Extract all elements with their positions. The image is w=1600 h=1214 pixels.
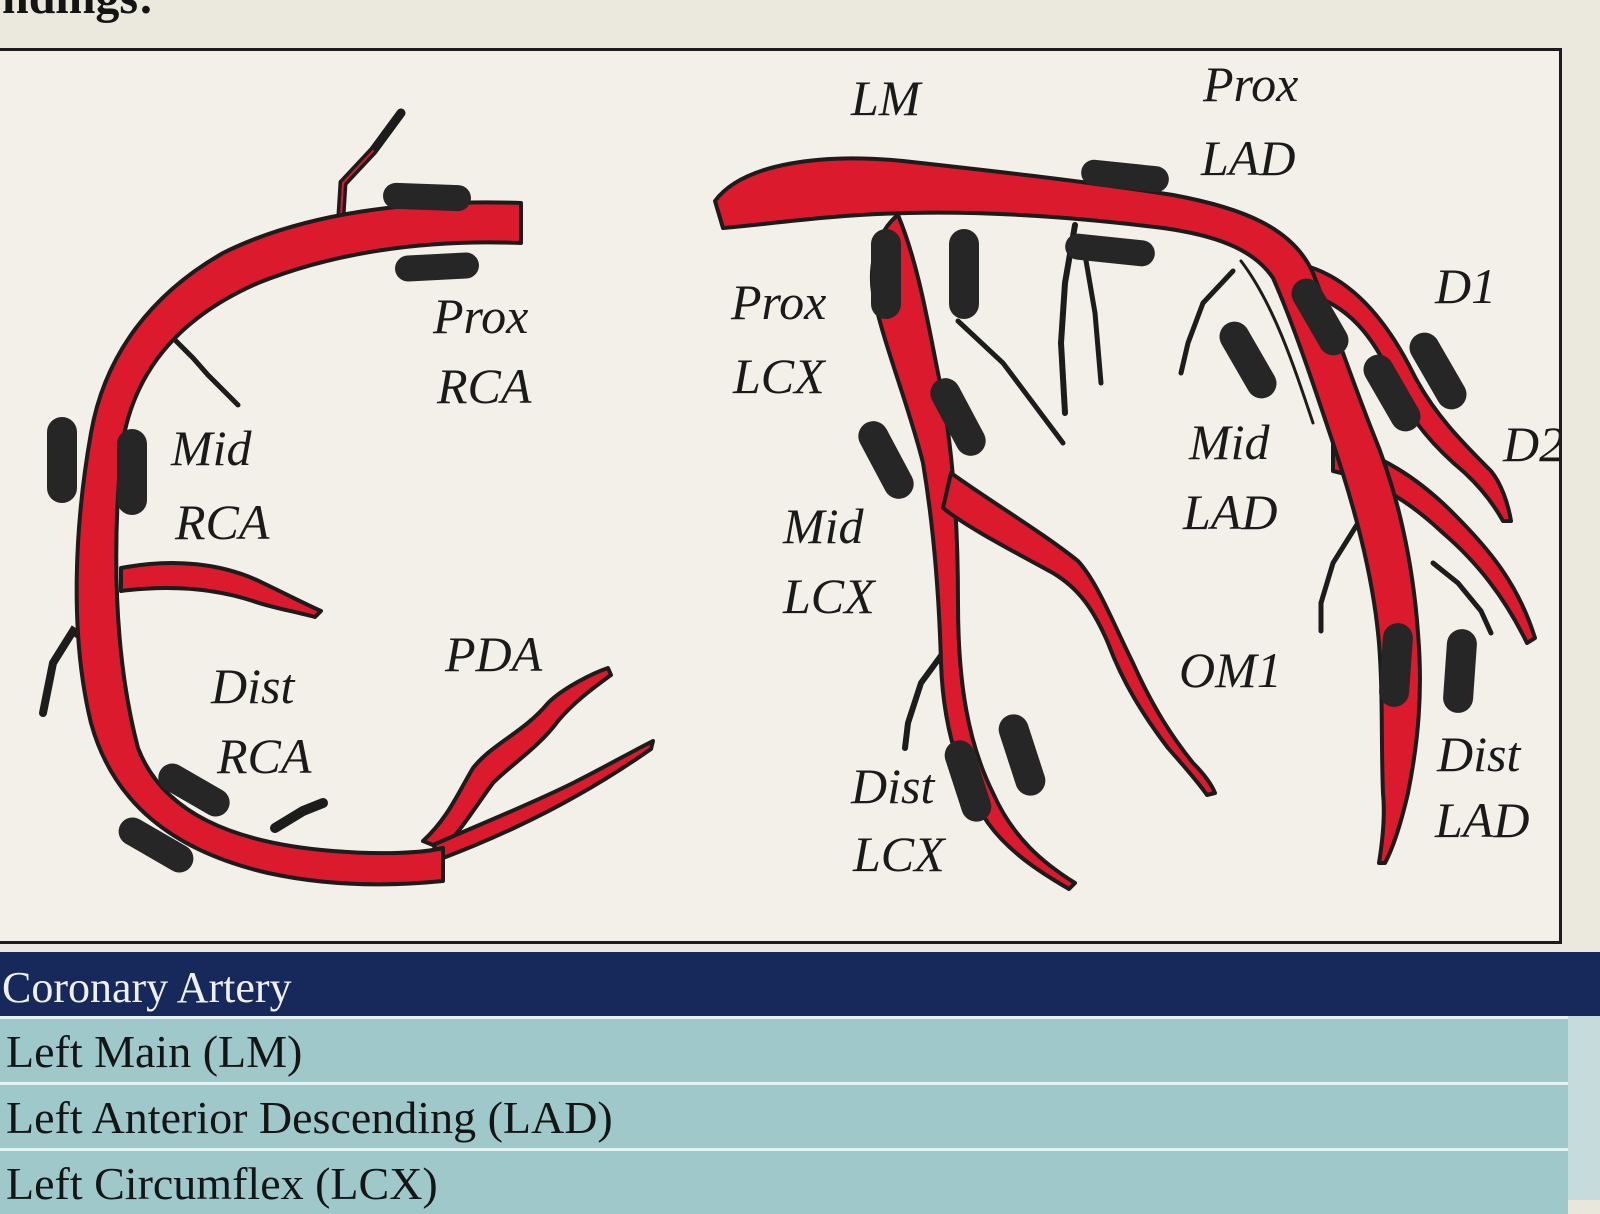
mid-lad-marker-left <box>1219 321 1277 399</box>
diagram-labels: Prox RCA Mid RCA Dist RCA PDA LM Prox LA… <box>170 56 1559 882</box>
diagram-canvas: Prox RCA Mid RCA Dist RCA PDA LM Prox LA… <box>39 56 1559 891</box>
dist-lad-marker-right <box>1443 629 1477 713</box>
prox-rca-marker-bottom <box>395 252 479 282</box>
dist-rca-marker-inner <box>158 763 230 817</box>
lcx-distal-small-branch <box>902 650 946 751</box>
rca-marginal-branch <box>119 561 323 619</box>
dist-lad-marker-left <box>1379 623 1413 707</box>
dist-lad-label-line2: LAD <box>1434 792 1529 848</box>
table-right-header-cell <box>1568 952 1600 1016</box>
page-heading: ndings: <box>2 0 154 25</box>
lm-label: LM <box>850 70 923 126</box>
table-row: Left Main (LM) <box>0 1016 1568 1082</box>
rca-small-branch <box>165 330 241 408</box>
prox-rca-label-line1: Prox <box>432 288 528 344</box>
prox-rca-label-line2: RCA <box>436 358 532 414</box>
mid-lcx-label-line1: Mid <box>782 498 865 554</box>
rca-main-trunk <box>74 200 523 887</box>
prox-rca-marker-top <box>383 182 471 212</box>
mid-rca-marker-right <box>117 429 147 515</box>
d2-label: D2 <box>1502 416 1559 472</box>
mid-rca-label-line2: RCA <box>174 494 270 550</box>
rca-top-branch-fill <box>340 150 374 216</box>
rca-small-distal-branch <box>270 798 328 833</box>
mid-rca-label-line1: Mid <box>170 420 253 476</box>
table-right-column <box>1568 952 1600 1200</box>
dist-lcx-label-line1: Dist <box>850 758 935 814</box>
dist-lad-label-line1: Dist <box>1436 726 1521 782</box>
d1-marker-right <box>1409 332 1467 410</box>
prox-lcx-label-line1: Prox <box>730 274 826 330</box>
prox-lad-marker-bottom <box>1065 233 1155 267</box>
mid-rca-marker-left <box>47 417 77 503</box>
dist-lcx-marker-right <box>998 714 1046 796</box>
lad-distal-small-branch-2 <box>1430 560 1494 636</box>
prox-lad-label-line2: LAD <box>1200 130 1295 186</box>
dist-lcx-label-line2: LCX <box>852 826 947 882</box>
prox-lcx-marker-left <box>871 229 901 319</box>
dist-rca-label-line2: RCA <box>216 728 312 784</box>
d1-marker-left <box>1363 354 1421 432</box>
pda-branch <box>421 666 613 851</box>
coronary-artery-diagram: Prox RCA Mid RCA Dist RCA PDA LM Prox LA… <box>0 48 1562 944</box>
lad-small-branch <box>1178 268 1236 376</box>
dist-lcx-marker-left <box>944 740 992 822</box>
mid-lcx-label-line2: LCX <box>782 568 877 624</box>
prox-lcx-marker-right <box>949 229 979 319</box>
table-row: Left Anterior Descending (LAD) <box>0 1082 1568 1148</box>
mid-lad-label-line2: LAD <box>1182 484 1277 540</box>
dist-rca-label-line1: Dist <box>210 658 295 714</box>
om1-label: OM1 <box>1179 642 1282 698</box>
lad-septal-branch-2 <box>1080 240 1104 386</box>
mid-lcx-marker-left <box>858 421 914 499</box>
d1-label: D1 <box>1434 258 1496 314</box>
mid-lad-label-line1: Mid <box>1188 414 1271 470</box>
lcx-side-branch <box>955 318 1066 446</box>
lm-lad-trunk <box>713 156 1422 865</box>
om1-branch <box>941 471 1217 797</box>
lad-distal-small-branch-1 <box>1318 520 1361 634</box>
posterolateral-branch <box>431 739 655 860</box>
table-header: Coronary Artery <box>0 952 1568 1016</box>
prox-lad-label-line1: Prox <box>1202 56 1298 112</box>
prox-lcx-label-line2: LCX <box>732 348 827 404</box>
coronary-artery-table: Coronary Artery Left Main (LM) Left Ante… <box>0 952 1568 1214</box>
prox-lad-marker-top <box>1081 159 1169 193</box>
pda-label: PDA <box>444 626 543 682</box>
table-row: Left Circumflex (LCX) <box>0 1148 1568 1214</box>
lad-inner-line <box>1239 259 1315 425</box>
mid-lcx-marker-right <box>930 378 986 456</box>
right-coronary-artery <box>39 108 655 887</box>
left-coronary-system <box>713 156 1537 891</box>
mid-lad-marker-right <box>1291 278 1349 356</box>
dist-rca-marker-outer <box>118 817 194 873</box>
